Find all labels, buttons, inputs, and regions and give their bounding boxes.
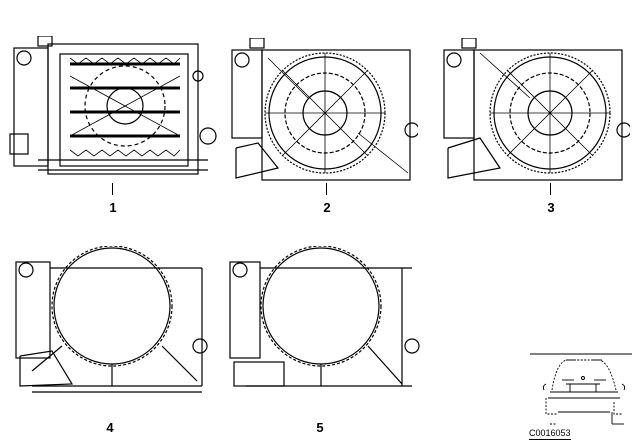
car-rear-view-icon	[530, 353, 632, 425]
radiator-louvered-icon	[9, 36, 217, 175]
part-2-drawing	[228, 38, 418, 188]
leader-line-2	[326, 183, 327, 195]
fan-shroud-guard-icon	[443, 38, 630, 181]
part-label-3: 3	[547, 200, 555, 215]
vehicle-thumbnail	[530, 352, 632, 430]
part-1-drawing	[8, 36, 218, 186]
fan-shroud-ring-icon	[15, 246, 208, 393]
part-label-2: 2	[323, 200, 331, 215]
part-label-5: 5	[316, 420, 324, 435]
part-label-4: 4	[106, 420, 114, 435]
leader-line-1	[112, 183, 113, 195]
part-4-drawing	[12, 246, 212, 406]
diagram-code: C0016053	[529, 428, 571, 440]
fan-shroud-guard-icon	[231, 38, 418, 181]
fan-shroud-ring-icon	[229, 246, 420, 387]
part-3-drawing	[440, 38, 630, 188]
part-5-drawing	[226, 246, 426, 406]
leader-line-3	[550, 183, 551, 195]
part-label-1: 1	[109, 200, 117, 215]
